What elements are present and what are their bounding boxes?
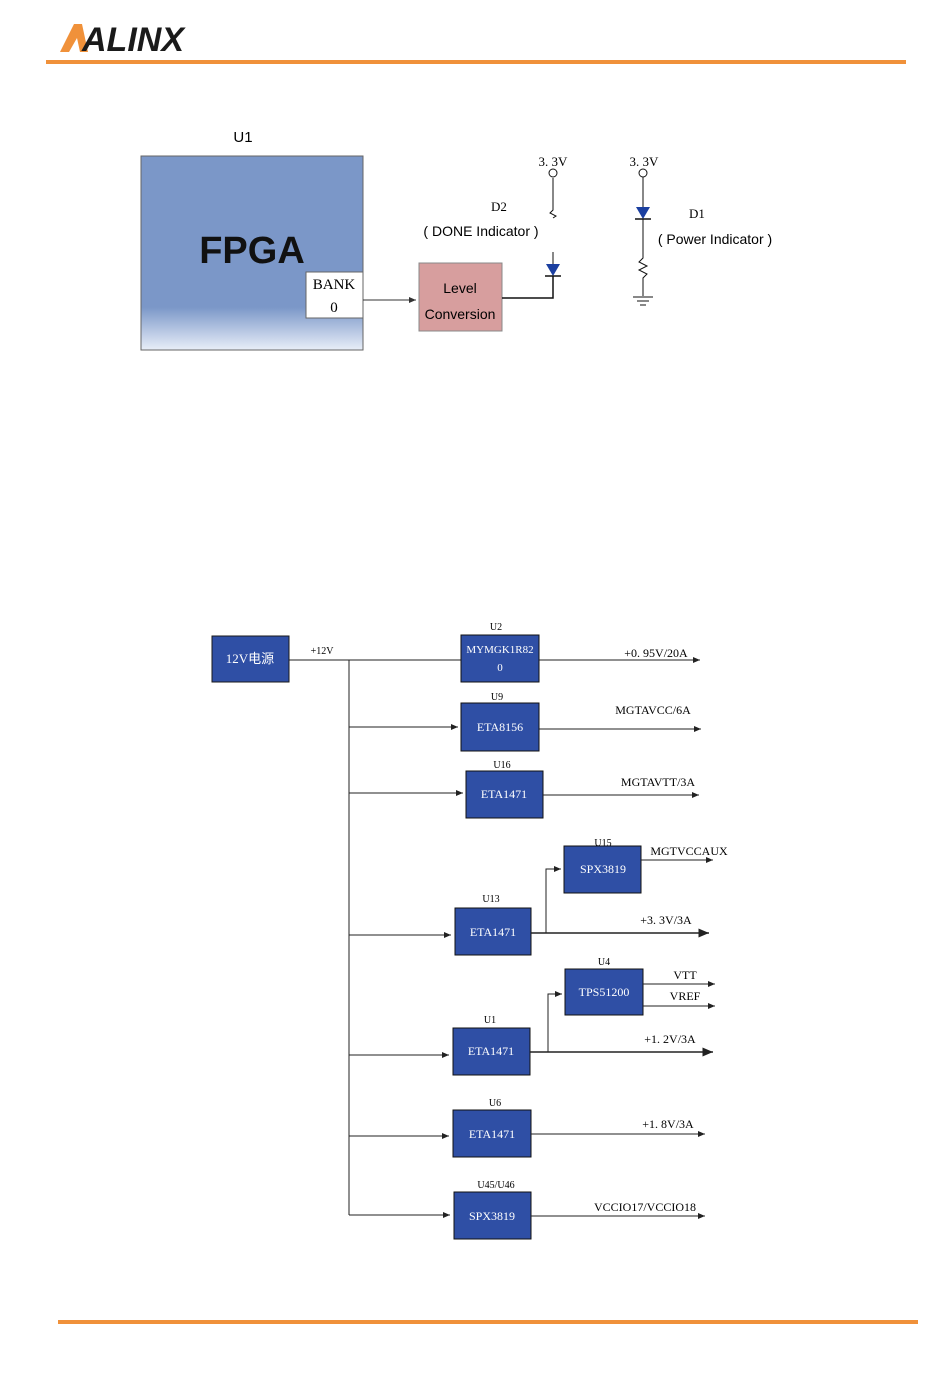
level-conversion-block [418,262,503,332]
u4-output-vref: VREF [670,989,701,1003]
u13-part: ETA1471 [470,925,516,939]
power-tree-diagram: 12V电源 +12V U2 MYMGK1R82 0 +0. 95V/20A U9… [211,622,728,1240]
u9-ref: U9 [491,692,503,703]
u16-part: ETA1471 [481,787,527,801]
d1-note: ( Power Indicator ) [658,231,772,247]
u6-block [452,1109,532,1158]
d1-ref: D1 [689,206,705,221]
u6-part: ETA1471 [469,1127,515,1141]
source-12v-block [211,635,290,683]
u1-part: ETA1471 [468,1044,514,1058]
u16-ref: U16 [493,760,510,771]
u16-output: MGTAVTT/3A [621,775,695,789]
u15-ref: U15 [594,838,611,849]
fpga-ref-label: U1 [233,129,252,146]
footer-rule [58,1320,918,1324]
u4-part: TPS51200 [579,985,630,999]
u45-part: SPX3819 [469,1209,515,1223]
u9-part: ETA8156 [477,720,523,734]
u4-output-vtt: VTT [673,968,697,982]
u9-output: MGTAVCC/6A [615,703,691,717]
led-indicator-diagram: U1 FPGA BANK 0 Level Conversion 3. 3V D2… [140,129,772,351]
logo-text: ALINX [81,21,186,58]
u4-block [564,968,644,1016]
bus-label: +12V [311,646,335,657]
u15-block [563,845,642,894]
alinx-logo: ALINX [60,21,186,58]
header-rule [46,60,906,64]
u13-block [454,907,532,956]
u2-part-1: MYMGK1R82 [466,644,533,656]
u2-part-2: 0 [497,662,503,674]
u16-block [465,770,544,819]
u45-block [453,1191,532,1240]
d2-wire [502,276,554,299]
u6-output: +1. 8V/3A [642,1117,694,1131]
u45-ref: U45/U46 [477,1180,514,1191]
d1-resistor [637,219,649,296]
u45-output: VCCIO17/VCCIO18 [594,1200,696,1214]
bank-number: 0 [330,300,338,316]
source-label: 12V电源 [226,651,274,666]
d1-supply: 3. 3V [630,154,660,169]
u13-ref: U13 [482,894,499,905]
d2-supply: 3. 3V [539,154,569,169]
u2-ref: U2 [490,622,502,633]
d2-diode-symbol [546,264,560,276]
level-label-1: Level [443,280,476,296]
d2-note: ( DONE Indicator ) [423,223,538,239]
u1-ref: U1 [484,1015,496,1026]
d1-diode-symbol [636,207,650,219]
u1-block [452,1027,531,1076]
fpga-label: FPGA [199,230,305,272]
u9-block [460,702,540,752]
u1-output: +1. 2V/3A [644,1032,696,1046]
bank0-block [305,271,364,319]
u13-output: +3. 3V/3A [640,913,692,927]
u15-part: SPX3819 [580,862,626,876]
u6-ref: U6 [489,1098,501,1109]
u15-output: MGTVCCAUX [650,844,728,858]
level-label-2: Conversion [425,306,496,322]
u2-block [460,634,540,683]
u2-output: +0. 95V/20A [624,646,688,660]
d2-ref: D2 [491,199,507,214]
bank-label: BANK [313,277,356,293]
u4-ref: U4 [598,957,610,968]
